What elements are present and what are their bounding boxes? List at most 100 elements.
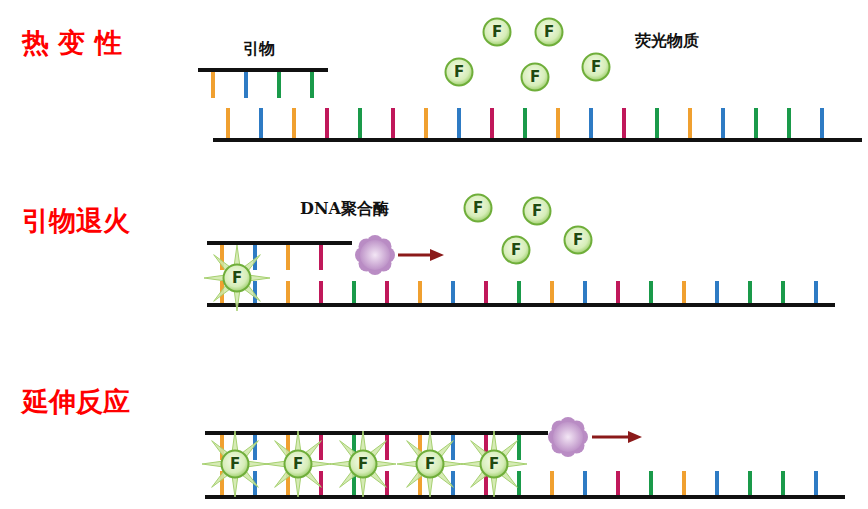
base-tooth — [781, 471, 785, 497]
polymerase-blob — [548, 417, 588, 457]
dye-outline — [465, 195, 492, 222]
base-tooth — [550, 281, 554, 305]
fluorescent-dye: F — [444, 57, 474, 87]
step-title: 引物退火 — [22, 206, 130, 236]
glow-burst — [265, 431, 331, 497]
dye-outline — [565, 227, 592, 254]
base-tooth — [583, 281, 587, 305]
base-tooth — [490, 108, 494, 140]
base-tooth — [556, 108, 560, 140]
base-tooth — [391, 108, 395, 140]
base-tooth — [517, 471, 521, 497]
base-tooth — [451, 433, 455, 460]
base-tooth — [385, 433, 389, 460]
arrow-head — [628, 431, 642, 443]
base-tooth — [517, 281, 521, 305]
base-tooth — [286, 243, 290, 270]
new-strand — [205, 431, 548, 435]
dye-letter: F — [492, 25, 502, 40]
base-tooth — [655, 108, 659, 140]
glow-burst — [397, 431, 463, 497]
base-tooth — [484, 281, 488, 305]
base-tooth — [244, 70, 248, 98]
dye-outline — [484, 19, 511, 46]
dye-letter: F — [454, 65, 464, 80]
base-tooth — [682, 281, 686, 305]
template-strand — [207, 303, 835, 307]
dye-letter: F — [532, 204, 542, 219]
dye-outline — [503, 237, 530, 264]
fluorescent-dye: F — [415, 449, 445, 479]
base-tooth — [211, 70, 215, 98]
dye-outline — [222, 451, 249, 478]
base-tooth — [583, 471, 587, 497]
base-tooth — [517, 433, 521, 460]
glow-burst — [330, 431, 396, 497]
dye-letter: F — [425, 457, 435, 472]
fluorescent-dye: F — [581, 52, 611, 82]
base-tooth — [418, 281, 422, 305]
base-tooth — [253, 243, 257, 270]
dye-label: 荧光物质 — [635, 32, 699, 50]
polymerase-label: DNA聚合酶 — [300, 200, 389, 218]
dye-letter: F — [591, 60, 601, 75]
base-tooth — [352, 281, 356, 305]
base-tooth — [385, 471, 389, 497]
arrow-head — [430, 249, 444, 261]
step-title: 延伸反应 — [22, 387, 130, 417]
base-tooth — [688, 108, 692, 140]
base-tooth — [814, 281, 818, 305]
base-tooth — [319, 433, 323, 460]
dye-outline — [522, 64, 549, 91]
base-tooth — [385, 281, 389, 305]
dye-letter: F — [511, 243, 521, 258]
base-tooth — [589, 108, 593, 140]
dye-outline — [350, 451, 377, 478]
base-tooth — [820, 108, 824, 140]
base-tooth — [721, 108, 725, 140]
dye-letter: F — [473, 201, 483, 216]
base-tooth — [649, 281, 653, 305]
fluorescent-dye: F — [283, 449, 313, 479]
dye-outline — [583, 54, 610, 81]
base-tooth — [649, 471, 653, 497]
polymerase-blob — [355, 235, 395, 275]
arrow-shaft — [592, 436, 630, 439]
dye-letter: F — [530, 70, 540, 85]
dye-letter: F — [230, 457, 240, 472]
base-tooth — [319, 243, 323, 270]
base-tooth — [286, 281, 290, 305]
base-tooth — [319, 281, 323, 305]
primer-label: 引物 — [243, 40, 275, 58]
base-tooth — [457, 108, 461, 140]
dna-polymerase — [355, 235, 588, 457]
polymerase-core — [360, 240, 390, 270]
base-tooth — [814, 471, 818, 497]
primer-strand — [198, 68, 328, 72]
dye-outline — [285, 451, 312, 478]
primer-strand — [207, 241, 352, 245]
dye-letter: F — [544, 25, 554, 40]
base-tooth — [325, 108, 329, 140]
base-tooth — [451, 281, 455, 305]
base-tooth — [424, 108, 428, 140]
polymerase-core — [553, 422, 583, 452]
fluorescent-dye: F — [222, 263, 252, 293]
dye-letter: F — [573, 233, 583, 248]
glow-burst — [202, 431, 268, 497]
dye-outline — [417, 451, 444, 478]
dye-letter: F — [489, 457, 499, 472]
arrow-shaft — [398, 254, 432, 257]
base-tooth — [319, 471, 323, 497]
template-strand — [213, 138, 862, 142]
base-tooth — [622, 108, 626, 140]
base-tooth — [787, 108, 791, 140]
base-tooth — [616, 471, 620, 497]
base-tooth — [748, 471, 752, 497]
fluorescent-dye: F — [501, 235, 531, 265]
step-title: 热 变 性 — [22, 28, 122, 58]
base-tooth — [226, 108, 230, 140]
fluorescent-dye: F — [563, 225, 593, 255]
base-tooth — [616, 281, 620, 305]
